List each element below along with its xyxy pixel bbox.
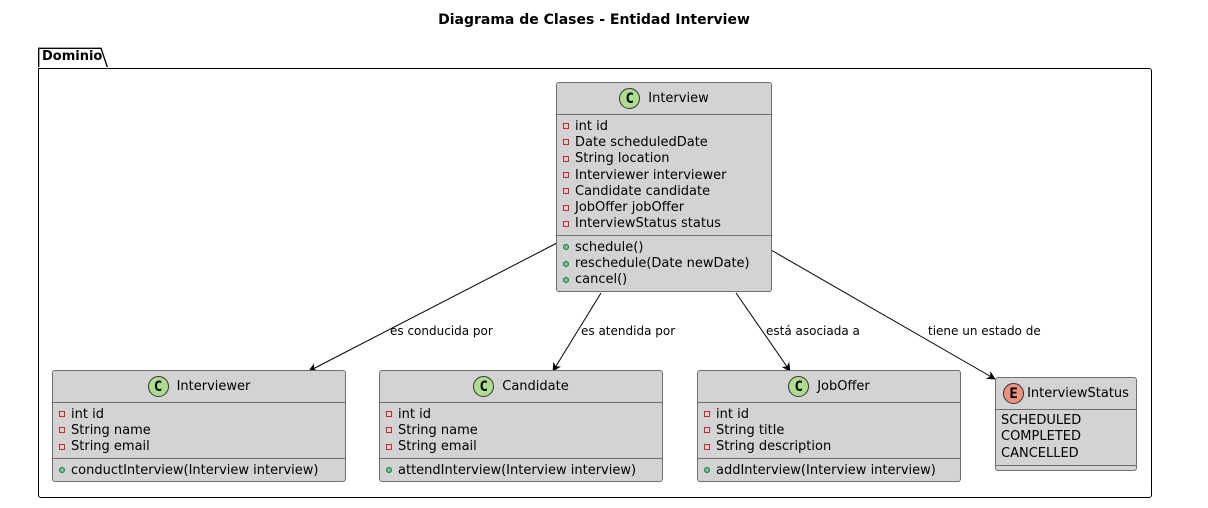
- methods-section: schedule() reschedule(Date newDate) canc…: [557, 236, 771, 291]
- private-marker-icon: [59, 427, 65, 434]
- attribute: Interviewer interviewer: [563, 167, 771, 183]
- enum-value: CANCELLED: [1001, 445, 1079, 461]
- private-marker-icon: [386, 443, 392, 450]
- method: conductInterview(Interview interview): [59, 462, 345, 478]
- enum-interviewstatus[interactable]: E InterviewStatus SCHEDULED COMPLETED CA…: [995, 377, 1137, 471]
- enum-value: SCHEDULED: [1001, 413, 1082, 428]
- enum-stereotype-icon: E: [1003, 383, 1025, 404]
- class-stereotype-icon: C: [788, 376, 810, 397]
- methods-section: addInterview(Interview interview): [698, 459, 960, 481]
- method: reschedule(Date newDate): [563, 255, 771, 271]
- attribute: int id: [386, 406, 662, 422]
- private-marker-icon: [59, 411, 65, 418]
- attribute: String email: [59, 439, 345, 455]
- method: schedule(): [563, 239, 771, 255]
- enum-values-section: SCHEDULED COMPLETED CANCELLED: [996, 410, 1136, 466]
- attributes-section: int id Date scheduledDate String locatio…: [557, 115, 771, 237]
- methods-section: attendInterview(Interview interview): [380, 459, 662, 481]
- private-marker-icon: [563, 155, 569, 162]
- class-name: JobOffer: [817, 379, 870, 394]
- relation-line-joboffer: [735, 292, 791, 372]
- public-marker-icon: [59, 467, 65, 474]
- attribute: int id: [563, 118, 771, 134]
- method: addInterview(Interview interview): [704, 462, 960, 478]
- private-marker-icon: [563, 139, 569, 146]
- class-name: Interview: [648, 91, 709, 106]
- attribute: InterviewStatus status: [563, 216, 771, 232]
- package-name: Dominio: [42, 49, 103, 64]
- attribute: int id: [704, 406, 960, 422]
- methods-section: conductInterview(Interview interview): [53, 459, 345, 481]
- class-candidate[interactable]: C Candidate int id String name String em…: [379, 370, 663, 483]
- attributes-section: int id String name String email: [380, 403, 662, 459]
- attribute: JobOffer jobOffer: [563, 199, 771, 215]
- class-stereotype-icon: C: [473, 376, 495, 397]
- class-name: Candidate: [502, 379, 569, 394]
- enum-empty-section: [996, 466, 1136, 470]
- relation-label-joboffer: está asociada a: [766, 324, 860, 338]
- attribute: String description: [704, 439, 960, 455]
- class-stereotype-icon: C: [147, 376, 169, 397]
- private-marker-icon: [563, 172, 569, 179]
- relation-label-interviewstatus: tiene un estado de: [928, 324, 1041, 338]
- private-marker-icon: [704, 427, 710, 434]
- class-stereotype-icon: C: [619, 88, 641, 109]
- class-interviewer[interactable]: C Interviewer int id String name String …: [52, 370, 346, 483]
- attribute: String title: [704, 422, 960, 438]
- relation-line-interviewstatus: [770, 249, 996, 380]
- attribute: Date scheduledDate: [563, 134, 771, 150]
- private-marker-icon: [704, 411, 710, 418]
- class-name: Interviewer: [176, 379, 251, 394]
- relation-label-candidate: es atendida por: [581, 324, 676, 338]
- private-marker-icon: [386, 411, 392, 418]
- public-marker-icon: [704, 467, 710, 474]
- enum-value: COMPLETED: [1001, 429, 1081, 445]
- diagram-title: Diagrama de Clases - Entidad Interview: [438, 12, 750, 28]
- attribute: String location: [563, 151, 771, 167]
- attributes-section: int id String name String email: [53, 403, 345, 459]
- relation-line-candidate: [552, 292, 602, 372]
- enum-name: InterviewStatus: [1027, 386, 1129, 401]
- attribute: String name: [59, 422, 345, 438]
- relation-label-interviewer: es conducida por: [390, 324, 493, 338]
- method: attendInterview(Interview interview): [386, 462, 662, 478]
- class-joboffer[interactable]: C JobOffer int id String title String de…: [697, 370, 961, 483]
- method: cancel(): [563, 272, 771, 288]
- public-marker-icon: [563, 276, 569, 283]
- package-tab: [38, 47, 108, 68]
- private-marker-icon: [563, 204, 569, 211]
- attribute: String name: [386, 422, 662, 438]
- private-marker-icon: [59, 443, 65, 450]
- public-marker-icon: [386, 467, 392, 474]
- private-marker-icon: [386, 427, 392, 434]
- private-marker-icon: [563, 123, 569, 130]
- private-marker-icon: [704, 443, 710, 450]
- attribute: String email: [386, 439, 662, 455]
- relation-line-interviewer: [308, 242, 558, 372]
- attribute: int id: [59, 406, 345, 422]
- public-marker-icon: [563, 244, 569, 251]
- package-dominio: [38, 68, 1152, 498]
- private-marker-icon: [563, 188, 569, 195]
- attributes-section: int id String title String description: [698, 403, 960, 459]
- attribute: Candidate candidate: [563, 183, 771, 199]
- private-marker-icon: [563, 220, 569, 227]
- class-interview[interactable]: C Interview int id Date scheduledDate St…: [556, 82, 772, 292]
- public-marker-icon: [563, 260, 569, 267]
